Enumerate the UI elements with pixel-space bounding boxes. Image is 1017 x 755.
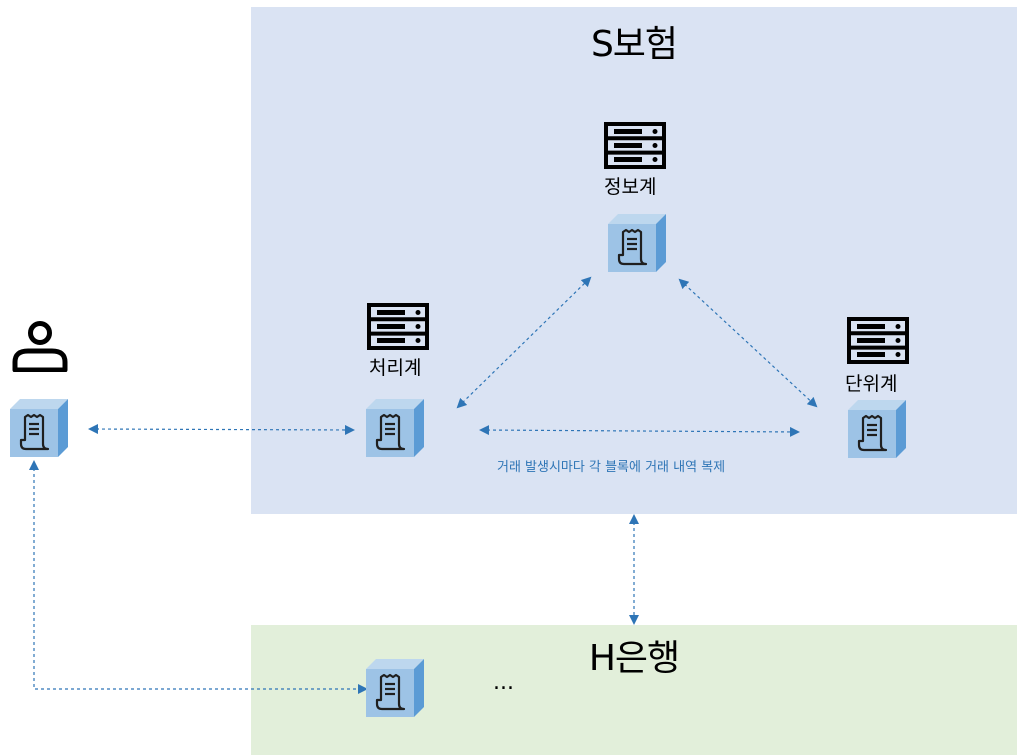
- h-bank-title: H은행: [588, 638, 680, 679]
- ledger-block-icon: [366, 659, 424, 717]
- ledger-block-icon: [10, 399, 68, 457]
- ledger-block-icon: [608, 214, 666, 272]
- s-insurance-title: S보험: [590, 24, 678, 65]
- server-rack-icon: [604, 122, 666, 169]
- server-rack-icon: [367, 303, 429, 350]
- arrow-processing-to-info: [456, 276, 592, 409]
- arrow-user-to-hbank: [29, 460, 368, 694]
- server-rack-icon: [847, 317, 909, 364]
- info-system-label: 정보계: [604, 176, 657, 198]
- processing-system-label: 처리계: [369, 357, 422, 379]
- ledger-block-icon: [366, 399, 424, 457]
- arrow-user-to-processing: [88, 424, 355, 435]
- arrow-info-to-unit: [678, 278, 818, 408]
- user-icon: [12, 321, 68, 372]
- ledger-block-icon: [848, 400, 906, 458]
- unit-system-label: 단위계: [845, 373, 898, 395]
- replication-note: 거래 발생시마다 각 블록에 거래 내역 복제: [497, 460, 726, 475]
- ellipsis: ...: [493, 670, 514, 695]
- arrow-processing-to-unit: [479, 425, 800, 437]
